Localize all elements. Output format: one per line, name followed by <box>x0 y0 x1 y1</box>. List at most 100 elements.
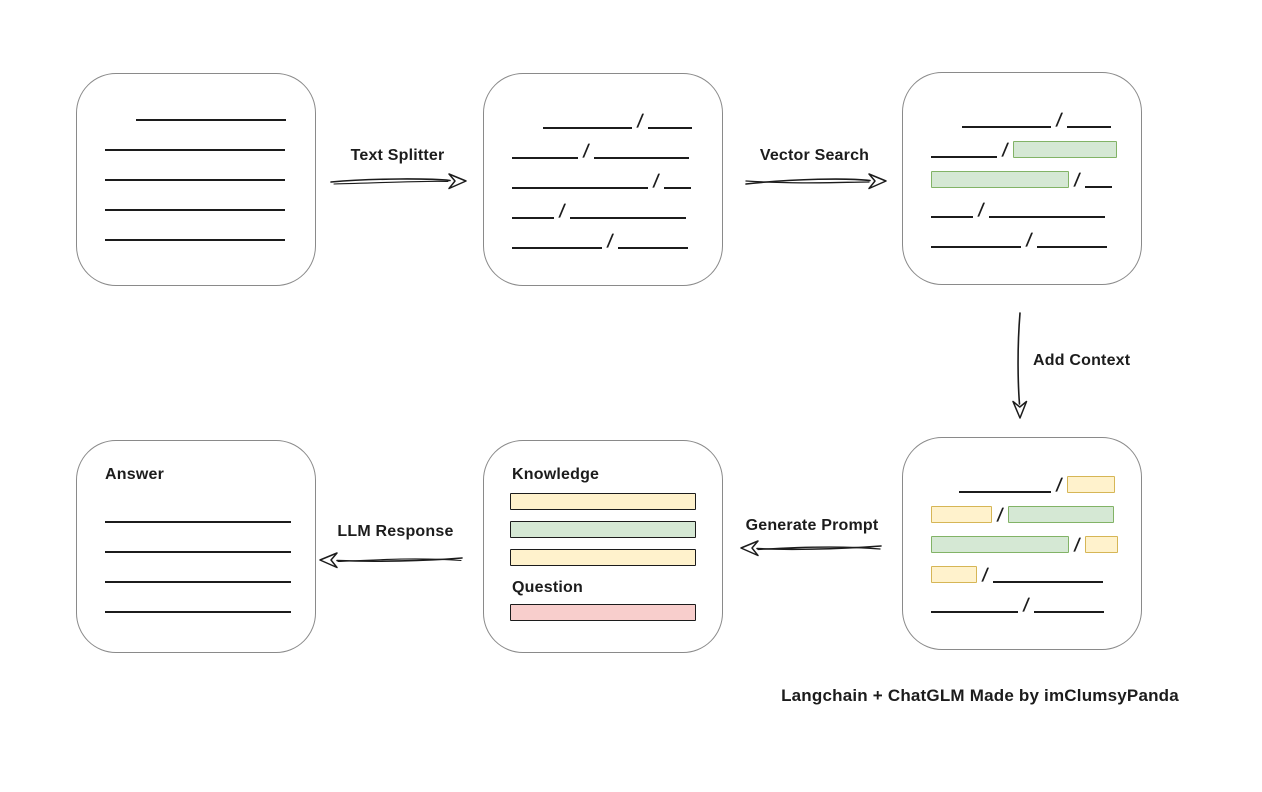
text-row: / <box>929 128 1118 160</box>
text-line <box>1034 611 1105 613</box>
question-bars <box>510 604 696 621</box>
text-line <box>664 187 692 189</box>
answer-label: Answer <box>105 466 164 483</box>
text-line <box>105 521 291 523</box>
answer-panel: Answer <box>76 440 316 653</box>
add-context-arrow <box>1012 312 1028 419</box>
split-text-rows: / / / / / <box>484 74 722 251</box>
slash-separator: / <box>977 200 986 220</box>
knowledge-label: Knowledge <box>512 466 600 483</box>
text-line <box>512 157 578 159</box>
text-line <box>512 217 554 219</box>
prompt-panel: Knowledge Question <box>483 440 723 653</box>
vector-search-label: Vector Search <box>759 147 870 164</box>
diagram-caption: Langchain + ChatGLM Made by imClumsyPand… <box>781 686 1179 705</box>
text-line <box>105 551 291 553</box>
text-line <box>1037 246 1108 248</box>
text-row <box>103 553 291 583</box>
text-line <box>594 157 690 159</box>
slash-separator: / <box>636 111 645 131</box>
green-chunk <box>931 171 1069 188</box>
text-row: / <box>510 99 696 131</box>
split-text-panel: / / / / / <box>483 73 723 286</box>
slash-separator: / <box>981 565 990 585</box>
text-line <box>931 216 973 218</box>
text-line <box>962 126 1051 128</box>
green-chunk <box>931 536 1069 553</box>
slash-separator: / <box>652 171 661 191</box>
slash-separator: / <box>558 201 567 221</box>
text-line <box>959 491 1051 493</box>
green-chunk <box>1008 506 1115 523</box>
question-label: Question <box>512 579 583 596</box>
text-line <box>105 209 285 211</box>
text-row: / <box>929 98 1115 130</box>
llm-response-arrow <box>319 552 463 569</box>
text-line <box>105 611 291 613</box>
add-context-label: Add Context <box>1033 352 1131 369</box>
text-line <box>618 247 689 249</box>
text-row <box>103 493 291 523</box>
text-row <box>103 181 289 211</box>
text-row: / <box>929 463 1116 495</box>
text-line <box>105 239 285 241</box>
slash-separator: / <box>1022 595 1031 615</box>
text-line <box>1067 126 1112 128</box>
text-row: / <box>929 583 1115 615</box>
text-row: / <box>510 129 696 161</box>
text-line <box>931 156 997 158</box>
context-rows: / / / / / <box>903 438 1141 615</box>
slash-separator: / <box>1073 535 1082 555</box>
text-line <box>105 179 285 181</box>
text-line <box>512 187 648 189</box>
vector-matched-panel: ///// <box>902 72 1142 285</box>
text-line <box>105 149 285 151</box>
text-line <box>136 119 286 121</box>
text-row: / <box>929 158 1115 190</box>
answer-lines <box>103 493 291 613</box>
text-line <box>1085 186 1113 188</box>
yellow-chunk <box>1067 476 1116 493</box>
yellow-chunk <box>931 566 977 583</box>
text-row: / <box>929 523 1119 555</box>
slash-separator: / <box>582 141 591 161</box>
slash-separator: / <box>1001 140 1010 160</box>
text-row <box>103 121 289 151</box>
text-line <box>570 217 687 219</box>
text-row <box>103 151 289 181</box>
generate-prompt-label: Generate Prompt <box>745 517 879 534</box>
context-chunks-panel: / / / / / <box>902 437 1142 650</box>
yellow-bar <box>510 549 696 566</box>
text-row: / <box>929 493 1115 525</box>
text-splitter-label: Text Splitter <box>350 147 445 164</box>
text-row <box>103 91 289 121</box>
slash-separator: / <box>996 505 1005 525</box>
text-line <box>931 246 1021 248</box>
text-line <box>543 127 632 129</box>
text-row: / <box>929 188 1115 220</box>
green-chunk <box>1013 141 1118 158</box>
matched-rows: ///// <box>903 73 1141 250</box>
slash-separator: / <box>1055 110 1064 130</box>
red-bar <box>510 604 696 621</box>
slash-separator: / <box>1025 230 1034 250</box>
slash-separator: / <box>606 231 615 251</box>
text-row: / <box>510 219 696 251</box>
yellow-bar <box>510 493 696 510</box>
llm-response-label: LLM Response <box>337 523 454 540</box>
source-document-panel <box>76 73 316 286</box>
text-row <box>103 523 291 553</box>
text-row: / <box>510 189 696 221</box>
text-row: / <box>929 553 1115 585</box>
text-line <box>648 127 693 129</box>
text-line <box>512 247 602 249</box>
generate-prompt-arrow <box>740 540 882 557</box>
document-lines <box>77 74 315 241</box>
yellow-chunk <box>1085 536 1119 553</box>
vector-search-arrow <box>745 173 887 190</box>
text-row: / <box>929 218 1115 250</box>
knowledge-bars <box>510 493 696 566</box>
green-bar <box>510 521 696 538</box>
